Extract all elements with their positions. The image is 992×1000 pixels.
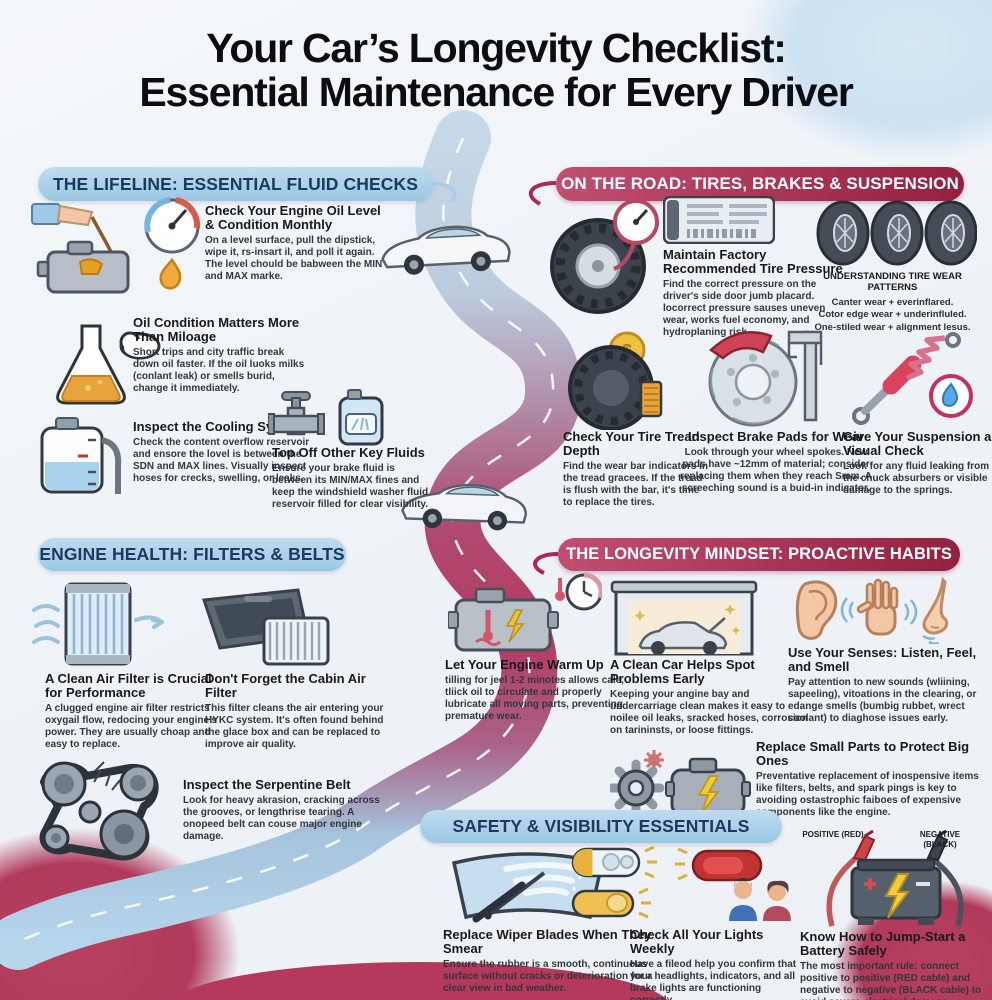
oil-flask-icon — [48, 318, 162, 416]
item-body: Find the correct pressure on the driver'… — [663, 278, 826, 338]
mindset-item-clean-car: A Clean Car Helps Spot Problems Early Ke… — [610, 658, 808, 737]
fluids-item-oil-level: Check Your Engine Oil Level & Condition … — [205, 204, 393, 283]
safety-item-battery: Know How to Jump-Start a Battery Safely … — [800, 930, 990, 1000]
windshield-wiper-icon — [446, 843, 610, 927]
section-header-safety: SAFETY & VISIBILITY ESSENTIALS — [420, 810, 782, 843]
clean-car-garage-icon — [610, 574, 758, 658]
cabin-filter-icon — [198, 584, 338, 668]
item-body: Have a fileod help you confirm that your… — [630, 958, 797, 1000]
connector-fluids-pill — [432, 182, 457, 203]
engine-item-air-filter: A Clean Air Filter is Crucial for Perfor… — [45, 672, 227, 751]
item-title: Replace Small Parts to Protect Big Ones — [756, 739, 970, 768]
fluids-item-oil-condition: Oil Condition Matters More Than Miloage … — [133, 316, 309, 395]
item-title: A Clean Car Helps Spot Problems Early — [610, 657, 755, 686]
road-item-tread-depth: Check Your Tire Tread Depth Find the wea… — [563, 430, 711, 509]
wear-pattern-line: One-stiled wear + alignment lesus. — [814, 321, 971, 333]
battery-jumpstart-icon — [818, 828, 970, 932]
connector-road-pill — [528, 181, 557, 206]
item-body: A clugged engine air filter restricts ox… — [45, 702, 218, 750]
item-title: Check Your Tire Tread Depth — [563, 429, 700, 458]
air-filter-icon — [32, 580, 166, 670]
item-title: Check Your Engine Oil Level & Condition … — [205, 203, 381, 232]
item-body: On a level surface, pull the dipstick, w… — [205, 234, 383, 282]
item-title: Inspect Brake Pads for Wear — [687, 429, 865, 444]
item-title: Inspect the Cooling System — [133, 419, 304, 434]
item-title: Top Off Other Key Fluids — [272, 445, 425, 460]
engine-item-serpentine-belt: Inspect the Serpentine Belt Look for hea… — [183, 778, 389, 843]
item-title: Maintain Factory Recommended Tire Pressu… — [663, 247, 843, 276]
valve-washer-fluid-icon — [268, 388, 392, 446]
page-title: Your Car’s Longevity Checklist: Essentia… — [0, 26, 992, 116]
item-title: Use Your Senses: Listen, Feel, and Smell — [788, 645, 977, 674]
item-title: Let Your Engine Warm Up — [445, 657, 604, 672]
item-body: Find the wear bar indicators in the trea… — [563, 460, 709, 508]
section-header-engine: ENGINE HEALTH: FILTERS & BELTS — [38, 538, 346, 571]
item-body: Ensure the rubber is a smooth, continuou… — [443, 958, 653, 994]
engine-item-cabin-filter: Don't Forget the Cabin Air Filter This f… — [205, 672, 385, 751]
serpentine-belt-icon — [32, 756, 176, 870]
safety-item-wipers: Replace Wiper Blades When They Smear Ens… — [443, 928, 655, 995]
suspension-shock-icon — [845, 332, 973, 430]
door-jamb-placard-icon — [663, 196, 775, 244]
page-title-line1: Your Car’s Longevity Checklist: — [206, 25, 787, 71]
item-body: The most important rule: connect positiv… — [800, 960, 982, 1000]
item-body: Keeping your angine bay and undercarriag… — [610, 688, 808, 736]
item-title: Don't Forget the Cabin Air Filter — [205, 671, 366, 700]
item-title: Replace Wiper Blades When They Smear — [443, 927, 652, 956]
section-header-mindset: THE LONGEVITY MINDSET: PROACTIVE HABITS — [558, 538, 960, 571]
fluids-item-top-off: Top Off Other Key Fluids Ensure your bra… — [272, 446, 436, 511]
mindset-item-warm-up: Let Your Engine Warm Up tilling for jeel… — [445, 658, 637, 723]
item-body: Look for heavy akrasion, cracking across… — [183, 794, 380, 842]
item-body: Preventative replacement of inospensive … — [756, 770, 979, 818]
fluids-item-cooling: Inspect the Cooling System Check the con… — [133, 420, 321, 485]
page-title-line2: Essential Maintenance for Every Driver — [139, 69, 853, 116]
lights-check-icon — [565, 843, 803, 925]
tire-pressure-gauge-icon — [550, 196, 662, 322]
gear-engine-parts-icon — [610, 746, 754, 824]
tread-depth-coin-icon: $ — [565, 330, 669, 430]
mindset-item-small-parts: Replace Small Parts to Protect Big Ones … — [756, 740, 986, 819]
car-illustration-middle — [401, 483, 528, 531]
battery-positive-label: POSITIVE (RED) — [802, 830, 864, 839]
car-illustration-top — [381, 225, 511, 275]
item-body: tilling for jeel 1-2 minotes allows cale… — [445, 674, 624, 722]
road-item-wear-patterns: UNDERSTANDING TIRE WEAR PATTERNS Canter … — [800, 271, 985, 334]
battery-negative-label: NEGATIVE (BLACK) — [919, 830, 961, 849]
item-body: Short trips and city traffic break down … — [133, 346, 305, 394]
road-item-tire-pressure: Maintain Factory Recommended Tire Pressu… — [663, 248, 843, 339]
item-body: Ensure your brake fluid is between its M… — [272, 462, 429, 510]
item-body: Check the content overflow reservoir and… — [133, 436, 310, 484]
tire-wear-tires-icon — [815, 200, 977, 266]
item-body: Look through your wheel spokes. New pads… — [680, 446, 872, 494]
section-header-fluids: THE LIFELINE: ESSENTIAL FLUID CHECKS — [38, 167, 433, 201]
item-title: Inspect the Serpentine Belt — [183, 777, 351, 792]
senses-ear-hand-nose-icon — [783, 576, 971, 644]
coolant-reservoir-icon — [34, 410, 132, 508]
item-title: Give Your Suspension a Visual Check — [843, 429, 992, 458]
engine-warmup-icon — [448, 570, 602, 658]
road-item-suspension: Give Your Suspension a Visual Check Look… — [843, 430, 992, 497]
item-title: Know How to Jump-Start a Battery Safely — [800, 929, 966, 958]
wear-pattern-line: Cotor edge wear + underinfluled. — [818, 309, 967, 321]
item-body: This filter cleans the air entering your… — [205, 702, 384, 750]
item-title: A Clean Air Filter is Crucial for Perfor… — [45, 671, 212, 700]
section-header-road: ON THE ROAD: TIRES, BRAKES & SUSPENSION — [556, 167, 964, 201]
item-title: Check All Your Lights Weekly — [630, 927, 764, 956]
connector-mindset-pill — [533, 552, 559, 575]
safety-item-lights: Check All Your Lights Weekly Have a file… — [630, 928, 808, 1000]
item-title: Oil Condition Matters More Than Miloage — [133, 315, 300, 344]
mindset-item-senses: Use Your Senses: Listen, Feel, and Smell… — [788, 646, 984, 725]
wear-pattern-line: Canter wear + everinflared. — [831, 296, 954, 308]
dipstick-check-icon — [30, 196, 202, 300]
road-item-brake-pads: Inspect Brake Pads for Wear Look through… — [680, 430, 872, 495]
brake-disc-caliper-icon — [693, 328, 837, 428]
item-body: Pay attention to new sounds (wliining, s… — [788, 676, 977, 724]
wear-patterns-header: UNDERSTANDING TIRE WEAR PATTERNS — [823, 271, 962, 293]
item-body: Look for any fluid leaking from the chuc… — [843, 460, 990, 496]
